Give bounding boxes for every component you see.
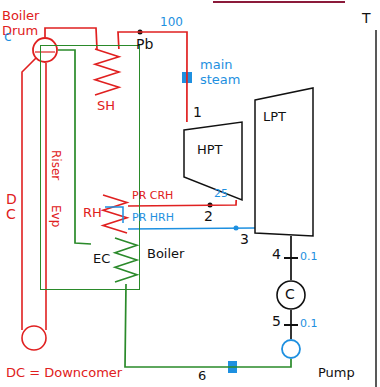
- superheater-coil: SH: [91, 49, 125, 115]
- top-rule: [213, 1, 345, 3]
- tube-label: Evp: [48, 205, 62, 227]
- state-number: 3: [240, 231, 249, 247]
- downcomer-pipe: [22, 58, 36, 330]
- feed-pump: Pump: [281, 339, 301, 359]
- pipe-line: [128, 228, 255, 229]
- pressure-value: 25: [214, 188, 228, 201]
- mud-drum: [22, 326, 46, 350]
- legend-note: DC = Downcomer: [6, 366, 122, 381]
- component-label: SH: [97, 99, 115, 114]
- stream-note: main steam: [200, 58, 250, 88]
- axis-label: T: [362, 10, 371, 26]
- pressure-value: 0.1: [300, 318, 318, 331]
- pressure-label: PR HRH: [132, 212, 174, 225]
- boiler-drum: Boiler Drum: [32, 37, 58, 63]
- feed-pump-outline: [281, 339, 301, 359]
- component-label: Boiler: [147, 247, 184, 262]
- tube-label: Riser: [48, 150, 62, 180]
- hp-turbine: HPT: [184, 122, 242, 200]
- pressure-label: PR CRH: [132, 190, 173, 203]
- component-label: Pump: [318, 366, 355, 381]
- pipe-line: [290, 236, 292, 280]
- state-number: 2: [204, 208, 213, 224]
- state-number: 5: [272, 313, 281, 329]
- ts-axis: [375, 30, 377, 387]
- condenser: C: [276, 280, 306, 310]
- pipe-line: [290, 310, 292, 339]
- pressure-value: 0.1: [300, 251, 318, 264]
- pressure-value: 100: [160, 16, 183, 30]
- component-label: LPT: [263, 110, 286, 125]
- pressure-label: Pb: [136, 36, 153, 52]
- reheater-coil: RH: [83, 193, 128, 235]
- state-number: 6: [198, 369, 206, 384]
- component-label: RH: [83, 206, 102, 221]
- pipe-line: [125, 284, 291, 367]
- tube-label: DC: [6, 192, 20, 223]
- economiser-coil: EC: [91, 236, 139, 284]
- state-number: 1: [193, 104, 202, 120]
- component-label: HPT: [197, 143, 223, 158]
- lp-turbine: LPT: [255, 88, 313, 236]
- state-number: 4: [272, 246, 281, 262]
- component-label: C: [285, 286, 295, 302]
- component-label: EC: [93, 252, 110, 267]
- port-mark: c: [4, 28, 12, 44]
- hp-turbine-outline: [184, 122, 242, 200]
- boiler-drum-outline: [32, 37, 58, 63]
